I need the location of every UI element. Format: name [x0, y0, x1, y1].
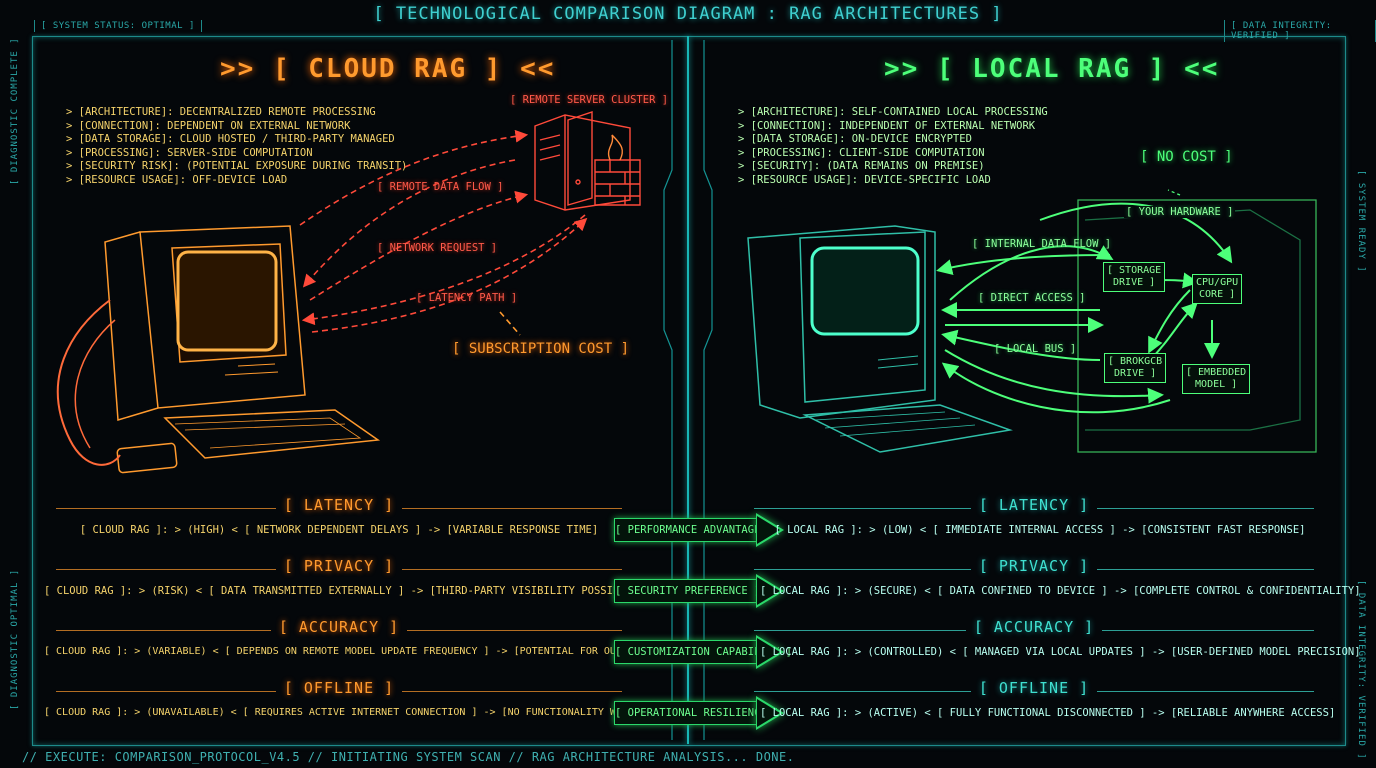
- row-category-local: [ PRIVACY ]: [754, 557, 1314, 575]
- accuracy-category-local: [ ACCURACY ]: [966, 618, 1102, 636]
- row-category-local: [ OFFLINE ]: [754, 679, 1314, 697]
- local-bus-label: [ LOCAL BUS ]: [994, 343, 1076, 355]
- privacy-local-text: [ LOCAL RAG ]: > (SECURE) < [ DATA CONFI…: [760, 585, 1320, 597]
- broken-drive-box: [ BROKGCB DRIVE ]: [1104, 353, 1166, 383]
- your-hardware-label: [ YOUR HARDWARE ]: [1124, 206, 1235, 218]
- no-cost-label: [ NO COST ]: [1140, 149, 1233, 165]
- row-category-cloud: [ OFFLINE ]: [56, 679, 622, 697]
- latency-path-label: [ LATENCY PATH ]: [416, 292, 517, 304]
- cloud-computer-icon: [58, 226, 378, 473]
- cpu-gpu-core-box: CPU/GPU CORE ]: [1192, 274, 1242, 304]
- offline-category-cloud: [ OFFLINE ]: [276, 679, 402, 697]
- customization-capability-badge: [ CUSTOMIZATION CAPABILITY ]: [614, 640, 758, 664]
- your-hardware-box: [1078, 190, 1316, 452]
- privacy-cloud-text: [ CLOUD RAG ]: > (RISK) < [ DATA TRANSMI…: [44, 585, 634, 597]
- network-request-label: [ NETWORK REQUEST ]: [377, 242, 497, 254]
- latency-category-local: [ LATENCY ]: [971, 496, 1097, 514]
- privacy-category-local: [ PRIVACY ]: [971, 557, 1097, 575]
- latency-cloud-text: [ CLOUD RAG ]: > (HIGH) < [ NETWORK DEPE…: [44, 524, 634, 536]
- local-computer-icon: [748, 226, 1010, 452]
- performance-advantage-badge: [ PERFORMANCE ADVANTAGE ]: [614, 518, 758, 542]
- remote-server-label: [ REMOTE SERVER CLUSTER ]: [510, 94, 668, 106]
- security-preference-badge: [ SECURITY PREFERENCE ]: [614, 579, 758, 603]
- remote-data-flow-label: [ REMOTE DATA FLOW ]: [377, 181, 503, 193]
- row-category-local: [ LATENCY ]: [754, 496, 1314, 514]
- latency-local-text: [ LOCAL RAG ]: > (LOW) < [ IMMEDIATE INT…: [760, 524, 1320, 536]
- storage-drive-box: [ STORAGE DRIVE ]: [1103, 262, 1165, 292]
- subscription-cost-label: [ SUBSCRIPTION COST ]: [452, 341, 629, 357]
- embedded-model-box: [ EMBEDDED MODEL ]: [1182, 364, 1250, 394]
- cloud-flow-arrows: [300, 135, 585, 335]
- row-category-local: [ ACCURACY ]: [754, 618, 1314, 636]
- operational-resilience-badge: [ OPERATIONAL RESILIENCE ]: [614, 701, 758, 725]
- offline-local-text: [ LOCAL RAG ]: > (ACTIVE) < [ FULLY FUNC…: [760, 707, 1320, 719]
- footer-command-line: // EXECUTE: COMPARISON_PROTOCOL_V4.5 // …: [22, 750, 794, 764]
- latency-category-cloud: [ LATENCY ]: [276, 496, 402, 514]
- center-spine: [664, 40, 712, 740]
- accuracy-cloud-text: [ CLOUD RAG ]: > (VARIABLE) < [ DEPENDS …: [44, 646, 634, 657]
- offline-cloud-text: [ CLOUD RAG ]: > (UNAVAILABLE) < [ REQUI…: [44, 707, 634, 718]
- remote-server-icon: [535, 112, 640, 210]
- accuracy-category-cloud: [ ACCURACY ]: [271, 618, 407, 636]
- accuracy-local-text: [ LOCAL RAG ]: > (CONTROLLED) < [ MANAGE…: [760, 646, 1320, 658]
- internal-data-flow-label: [ INTERNAL DATA FLOW ]: [972, 238, 1111, 250]
- row-category-cloud: [ PRIVACY ]: [56, 557, 622, 575]
- direct-access-label: [ DIRECT ACCESS ]: [978, 292, 1085, 304]
- offline-category-local: [ OFFLINE ]: [971, 679, 1097, 697]
- privacy-category-cloud: [ PRIVACY ]: [276, 557, 402, 575]
- row-category-cloud: [ LATENCY ]: [56, 496, 622, 514]
- row-category-cloud: [ ACCURACY ]: [56, 618, 622, 636]
